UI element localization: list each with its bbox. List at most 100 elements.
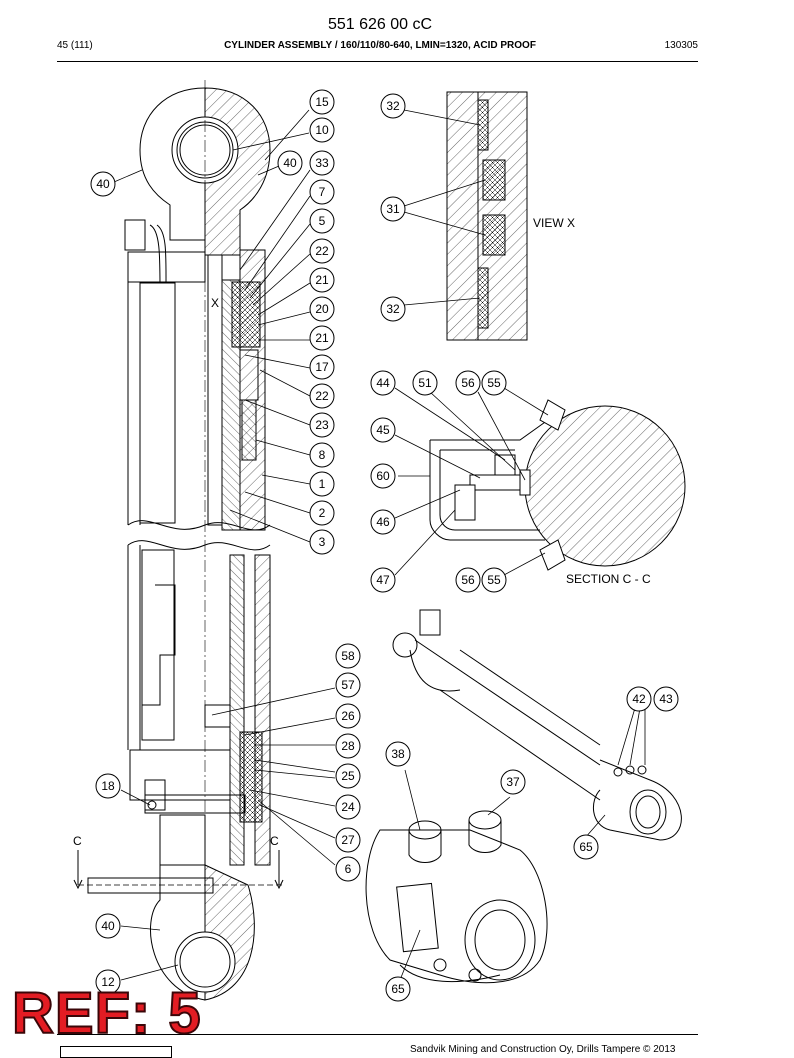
svg-text:2: 2 [319, 506, 326, 520]
callout-20: 20 [309, 296, 335, 322]
document-title: CYLINDER ASSEMBLY / 160/110/80-640, LMIN… [224, 40, 536, 51]
section-cc-label: SECTION C - C [566, 572, 651, 586]
callout-56: 56 [455, 370, 481, 396]
svg-text:47: 47 [376, 573, 390, 587]
section-marker-left: C [73, 834, 82, 848]
svg-text:56: 56 [461, 573, 475, 587]
callout-24: 24 [335, 794, 361, 820]
callout-6: 6 [335, 856, 361, 882]
callout-7: 7 [309, 179, 335, 205]
callout-5: 5 [309, 208, 335, 234]
callout-1: 1 [309, 471, 335, 497]
footer-rule [57, 1034, 698, 1035]
callout-43: 43 [653, 686, 679, 712]
callout-8: 8 [309, 442, 335, 468]
callout-38: 38 [385, 741, 411, 767]
svg-text:40: 40 [101, 919, 115, 933]
callout-65: 65 [385, 976, 411, 1002]
svg-text:38: 38 [391, 747, 405, 761]
svg-text:40: 40 [283, 156, 297, 170]
svg-text:65: 65 [391, 982, 405, 996]
svg-text:10: 10 [315, 123, 329, 137]
svg-text:22: 22 [315, 389, 329, 403]
callout-26: 26 [335, 703, 361, 729]
detail-marker-x: X [211, 296, 219, 310]
svg-text:27: 27 [341, 833, 355, 847]
callouts: 15 10 40 33 40 7 5 22 21 20 21 17 22 23 … [90, 89, 679, 1002]
svg-text:44: 44 [376, 376, 390, 390]
document-number: 551 626 00 cC [327, 16, 433, 33]
section-marker-right: C [270, 834, 279, 848]
callout-2: 2 [309, 500, 335, 526]
svg-text:28: 28 [341, 739, 355, 753]
svg-text:60: 60 [376, 469, 390, 483]
callout-60: 60 [370, 463, 396, 489]
callout-56: 56 [455, 567, 481, 593]
cylinder-section-view [73, 80, 285, 1001]
svg-text:56: 56 [461, 376, 475, 390]
svg-text:51: 51 [418, 376, 432, 390]
callout-40: 40 [95, 913, 121, 939]
callout-45: 45 [370, 417, 396, 443]
callout-22: 22 [309, 238, 335, 264]
ref-stamp: REF: 5 [11, 981, 202, 1046]
callout-31: 31 [380, 196, 406, 222]
section-cc-view [429, 399, 686, 571]
svg-text:46: 46 [376, 515, 390, 529]
callout-51: 51 [412, 370, 438, 396]
svg-text:22: 22 [315, 244, 329, 258]
svg-text:25: 25 [341, 769, 355, 783]
svg-text:1: 1 [319, 477, 326, 491]
svg-text:37: 37 [506, 775, 520, 789]
view-x-detail [446, 91, 528, 341]
callout-18: 18 [95, 773, 121, 799]
callout-23: 23 [309, 412, 335, 438]
callout-58: 58 [335, 643, 361, 669]
svg-text:18: 18 [101, 779, 115, 793]
callout-40: 40 [277, 150, 303, 176]
callout-32: 32 [380, 296, 406, 322]
svg-text:24: 24 [341, 800, 355, 814]
svg-text:8: 8 [319, 448, 326, 462]
svg-text:5: 5 [319, 214, 326, 228]
svg-text:12: 12 [101, 975, 115, 989]
callout-65: 65 [573, 834, 599, 860]
svg-text:17: 17 [315, 360, 329, 374]
callout-27: 27 [335, 827, 361, 853]
svg-text:57: 57 [341, 678, 355, 692]
callout-40: 40 [90, 171, 116, 197]
callout-55: 55 [481, 567, 507, 593]
callout-47: 47 [370, 567, 396, 593]
callout-37: 37 [500, 769, 526, 795]
svg-text:55: 55 [487, 376, 501, 390]
company-logo [60, 1046, 172, 1058]
callout-33: 33 [309, 150, 335, 176]
callout-3: 3 [309, 529, 335, 555]
svg-text:65: 65 [579, 840, 593, 854]
svg-text:43: 43 [659, 692, 673, 706]
svg-text:55: 55 [487, 573, 501, 587]
svg-text:6: 6 [345, 862, 352, 876]
date-code: 130305 [664, 40, 698, 51]
callout-32: 32 [380, 93, 406, 119]
callout-22: 22 [309, 383, 335, 409]
svg-text:58: 58 [341, 649, 355, 663]
callout-21: 21 [309, 267, 335, 293]
svg-text:23: 23 [315, 418, 329, 432]
view-x-label: VIEW X [533, 216, 575, 230]
svg-text:15: 15 [315, 95, 329, 109]
callout-46: 46 [370, 509, 396, 535]
svg-text:45: 45 [376, 423, 390, 437]
footer-copyright: Sandvik Mining and Construction Oy, Dril… [410, 1044, 676, 1055]
callout-28: 28 [335, 733, 361, 759]
svg-text:20: 20 [315, 302, 329, 316]
page-number: 45 (111) [57, 40, 93, 51]
svg-text:40: 40 [96, 177, 110, 191]
eye-end-isometric-view [365, 810, 548, 984]
callout-25: 25 [335, 763, 361, 789]
callout-21: 21 [309, 325, 335, 351]
svg-text:33: 33 [315, 156, 329, 170]
svg-text:32: 32 [386, 99, 400, 113]
svg-text:32: 32 [386, 302, 400, 316]
